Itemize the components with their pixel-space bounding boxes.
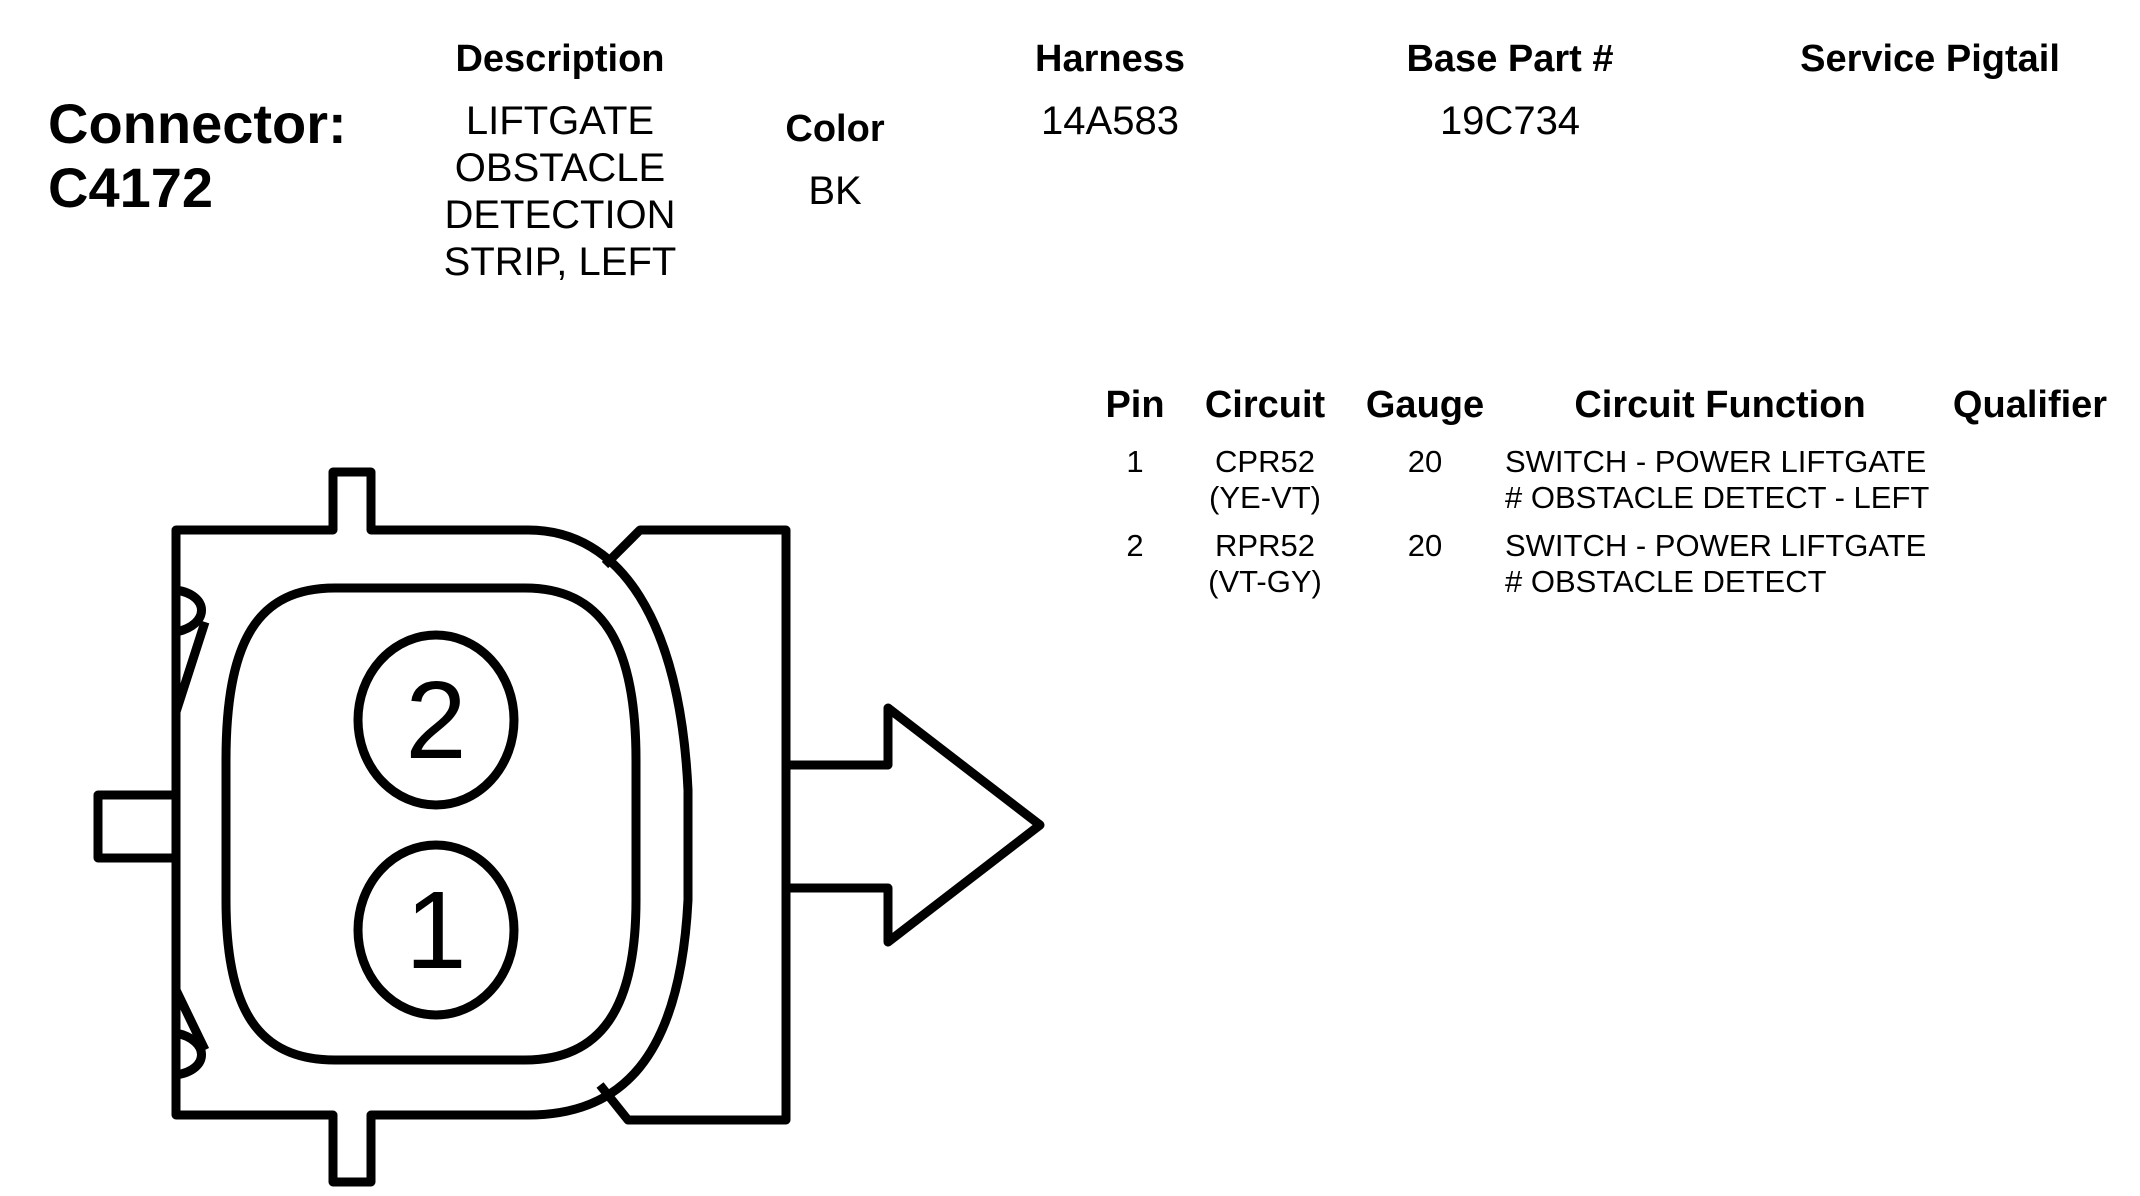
inner-cavity-outline bbox=[221, 583, 641, 1065]
circuit-cell: RPR52 (VT-GY) bbox=[1185, 528, 1345, 600]
circuit-function-cell: SWITCH - POWER LIFTGATE # OBSTACLE DETEC… bbox=[1505, 528, 1935, 600]
circuit-code: CPR52 bbox=[1215, 444, 1315, 479]
circuit-code: RPR52 bbox=[1215, 528, 1315, 563]
base-part-value: 19C734 bbox=[1439, 99, 1581, 143]
pin-number: 2 bbox=[1126, 528, 1144, 563]
gauge-cell: 20 bbox=[1407, 528, 1443, 563]
circuit-function-cell: SWITCH - POWER LIFTGATE # OBSTACLE DETEC… bbox=[1505, 444, 1935, 516]
pin-number: 1 bbox=[1126, 444, 1144, 479]
pin-1-label: 1 bbox=[405, 869, 466, 992]
circuit-column-header: Circuit bbox=[1204, 384, 1326, 426]
connector-title: Connector: C4172 bbox=[48, 92, 347, 220]
base-part-header: Base Part # bbox=[1406, 38, 1614, 80]
pin-2-cavity bbox=[353, 630, 519, 810]
gauge-cell: 20 bbox=[1407, 444, 1443, 479]
gauge-column-header: Gauge bbox=[1365, 384, 1485, 426]
color-value: BK bbox=[808, 169, 862, 213]
left-latch-line-lower bbox=[171, 988, 210, 1052]
description-value: LIFTGATE OBSTACLE DETECTION STRIP, LEFT bbox=[360, 98, 760, 286]
left-lower-latch bbox=[174, 1028, 206, 1080]
qualifier-column-header: Qualifier bbox=[1952, 384, 2108, 426]
color-header: Color bbox=[785, 108, 885, 150]
function-line: # OBSTACLE DETECT bbox=[1505, 564, 1827, 599]
description-header: Description bbox=[455, 38, 665, 80]
description-line: LIFTGATE bbox=[465, 99, 655, 143]
function-line: SWITCH - POWER LIFTGATE bbox=[1505, 444, 1927, 479]
service-pigtail-header: Service Pigtail bbox=[1800, 38, 2060, 80]
connector-label: Connector: bbox=[48, 92, 347, 155]
description-line: DETECTION bbox=[444, 193, 676, 237]
function-line: # OBSTACLE DETECT - LEFT bbox=[1505, 480, 1930, 515]
left-latch-line bbox=[171, 620, 210, 714]
mating-direction-arrow bbox=[786, 703, 1045, 947]
left-upper-latch bbox=[174, 585, 206, 637]
pin-2-label: 2 bbox=[405, 659, 466, 782]
pin-column-header: Pin bbox=[1105, 384, 1165, 426]
function-line: SWITCH - POWER LIFTGATE bbox=[1505, 528, 1927, 563]
circuit-function-column-header: Circuit Function bbox=[1574, 384, 1866, 426]
connector-housing-outline bbox=[171, 467, 693, 1187]
rear-shell-outline bbox=[596, 525, 791, 1125]
harness-header: Harness bbox=[1035, 38, 1185, 80]
description-line: OBSTACLE bbox=[454, 146, 666, 190]
description-line: STRIP, LEFT bbox=[443, 240, 677, 284]
pin-1-cavity bbox=[353, 840, 519, 1020]
circuit-cell: CPR52 (YE-VT) bbox=[1185, 444, 1345, 516]
connector-id: C4172 bbox=[48, 156, 214, 219]
circuit-color: (YE-VT) bbox=[1209, 480, 1321, 515]
left-key-tab bbox=[93, 790, 176, 863]
circuit-color: (VT-GY) bbox=[1208, 564, 1322, 599]
harness-value: 14A583 bbox=[1041, 99, 1179, 143]
